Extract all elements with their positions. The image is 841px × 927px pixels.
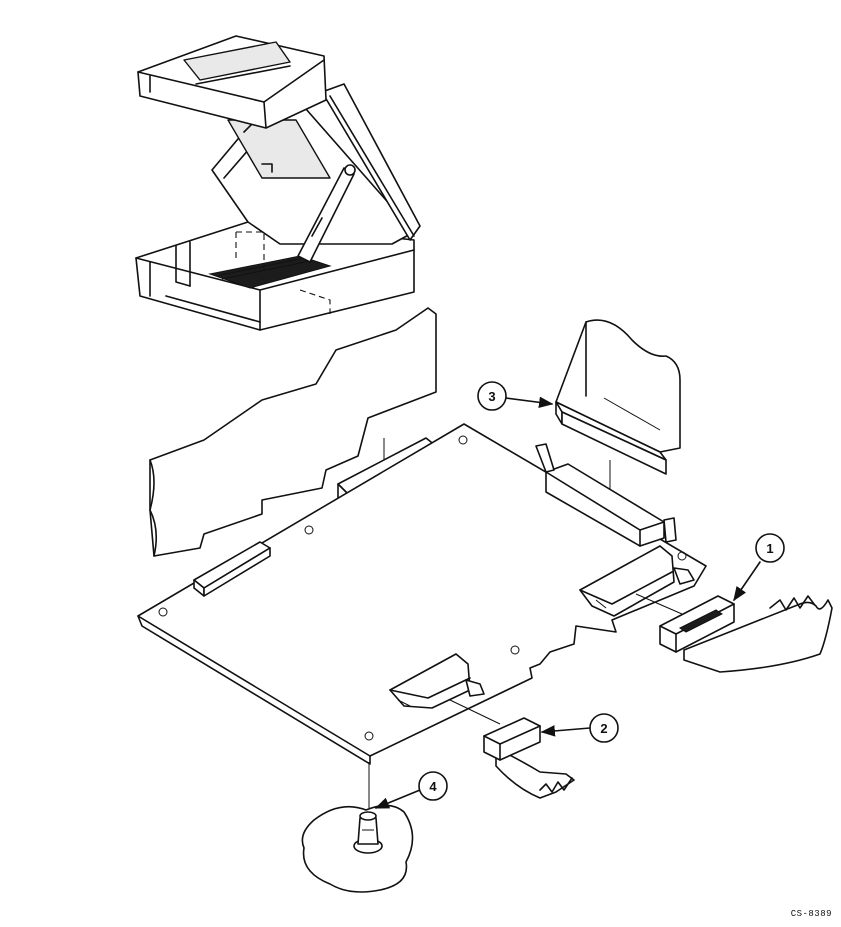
callout-label-4: 4 xyxy=(429,779,437,794)
callout-2: 2 xyxy=(542,714,618,742)
callout-3: 3 xyxy=(478,382,552,410)
callout-label-3: 3 xyxy=(488,389,495,404)
figure-id: CS-8389 xyxy=(791,909,832,919)
callout-4: 4 xyxy=(376,772,447,808)
cable-1 xyxy=(660,596,832,672)
card-cage-assembly xyxy=(136,36,420,330)
standoff-4 xyxy=(302,762,412,892)
callout-label-1: 1 xyxy=(766,541,773,556)
callout-1: 1 xyxy=(734,534,784,600)
callout-label-2: 2 xyxy=(600,721,607,736)
